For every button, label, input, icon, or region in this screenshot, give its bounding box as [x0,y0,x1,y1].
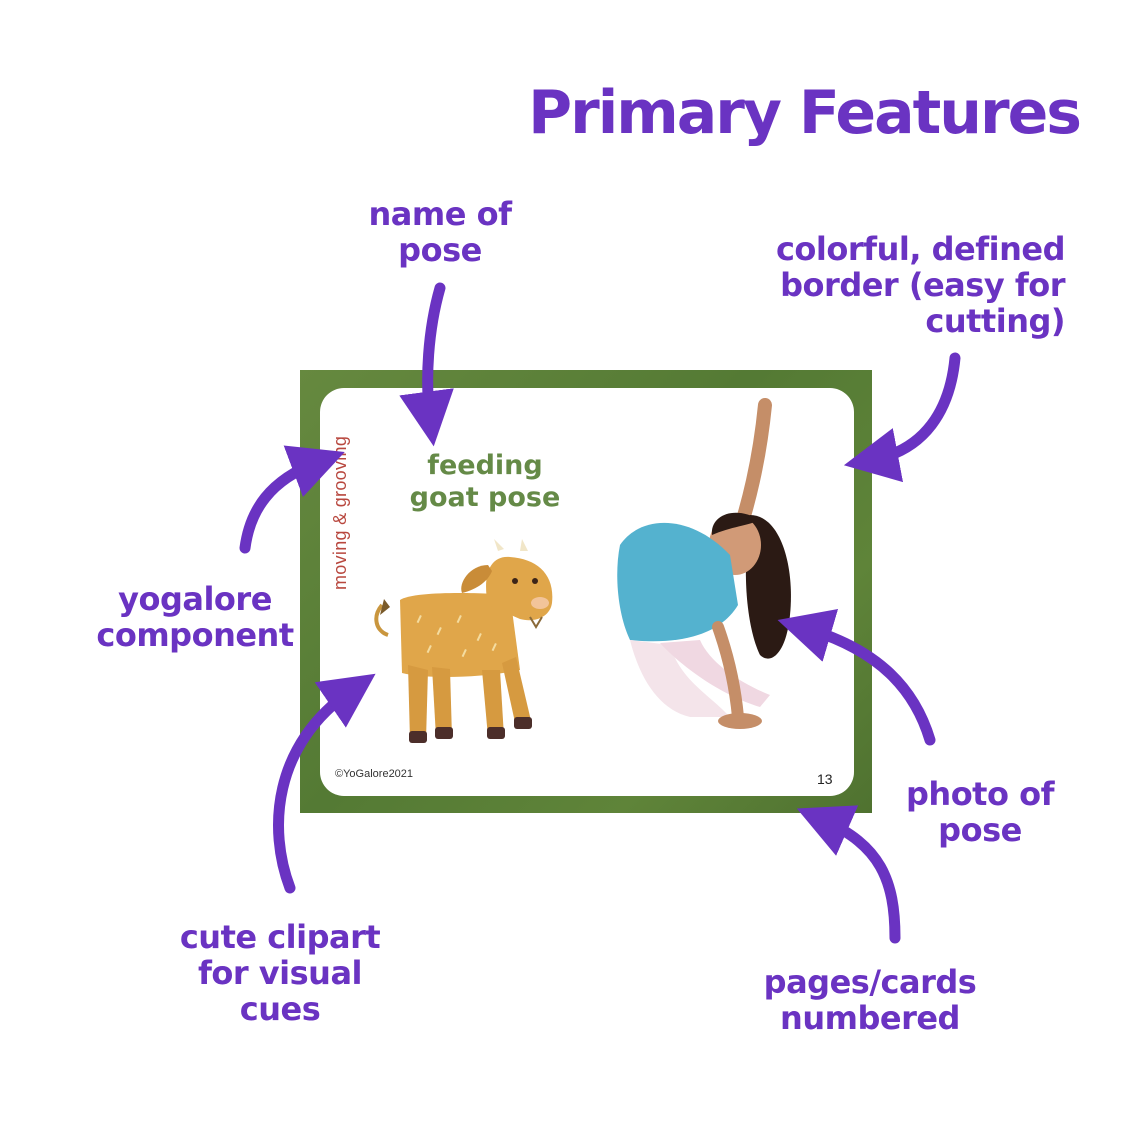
arrow-icon [273,673,376,894]
arrow-icon [239,445,345,554]
label-name-of-pose: name of pose [368,195,512,269]
arrow-icon [796,805,901,944]
label-pages-numbered: pages/cards numbered [763,963,977,1037]
child-yoga-photo [617,398,791,729]
arrow-icon [777,609,936,746]
arrow-icon [399,282,454,447]
pose-name: feeding goat pose [409,450,561,514]
arrow-icon [843,352,961,483]
label-clipart: cute clipart for visual cues [179,918,381,1028]
page-title: Primary Features [528,78,1082,148]
card-number: 13 [817,771,833,787]
label-yogalore-component: yogalore component [96,580,294,654]
label-border: colorful, defined border (easy for cutti… [775,230,1066,340]
copyright-text: ©YoGalore2021 [335,768,414,780]
label-photo-of-pose: photo of pose [906,775,1055,849]
goat-icon [374,539,553,743]
